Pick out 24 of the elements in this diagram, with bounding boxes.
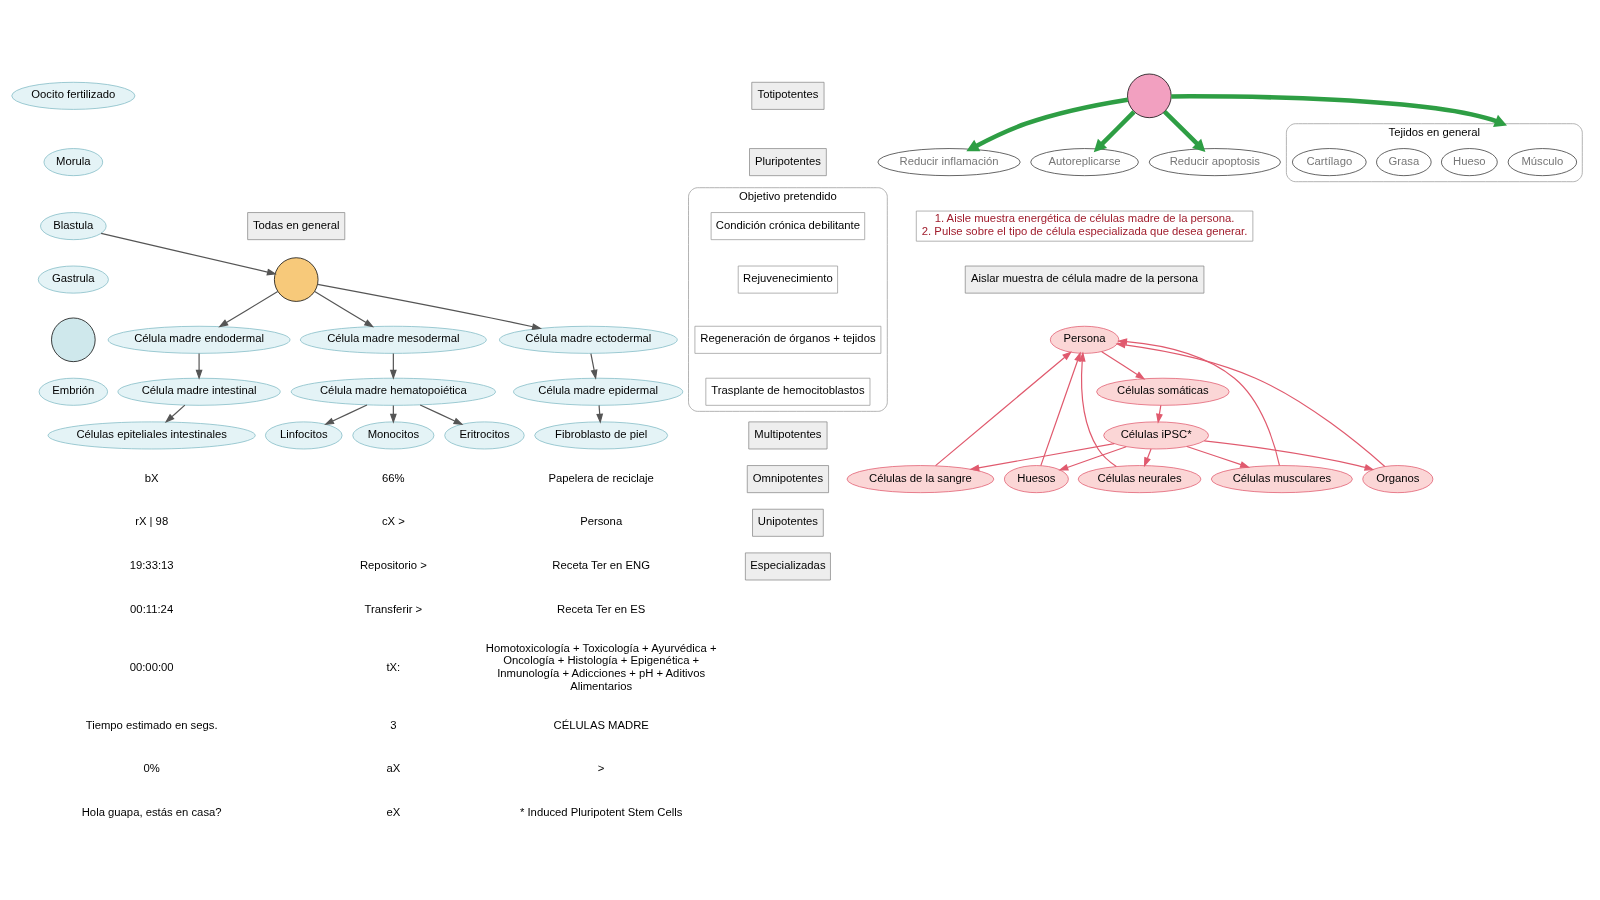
label: Papelera de reciclaje	[548, 471, 654, 484]
label: eX	[386, 805, 401, 818]
label: 00:00:00	[129, 660, 174, 673]
label: Receta Ter en ENG	[552, 558, 650, 571]
label: Repositorio >	[359, 558, 427, 571]
label: cX >	[381, 514, 405, 527]
label: >	[597, 761, 605, 774]
label: bX	[144, 471, 159, 484]
label: 19:33:13	[129, 558, 174, 571]
label: Tiempo estimado en segs.	[85, 718, 218, 731]
label: Receta Ter en ES	[557, 602, 646, 615]
label: Transferir >	[364, 602, 423, 615]
label: tX:	[386, 660, 401, 673]
label: 0%	[143, 761, 160, 774]
label: 66%	[382, 471, 405, 484]
label: 3	[390, 718, 397, 731]
label: Homotoxicología + Toxicología + Ayurvédica + Oncología + Histología + Epigenética + Inmunología + Adicciones + pH + Aditivos Alimentarios	[485, 641, 717, 692]
label: Persona	[580, 514, 623, 527]
label: aX	[386, 761, 401, 774]
label: 00:11:24	[130, 602, 174, 615]
label: * Induced Pluripotent Stem Cells	[519, 805, 683, 818]
label: rX | 98	[135, 514, 169, 527]
label: CÉLULAS MADRE	[553, 718, 649, 731]
label: Hola guapa, estás en casa?	[81, 805, 222, 818]
